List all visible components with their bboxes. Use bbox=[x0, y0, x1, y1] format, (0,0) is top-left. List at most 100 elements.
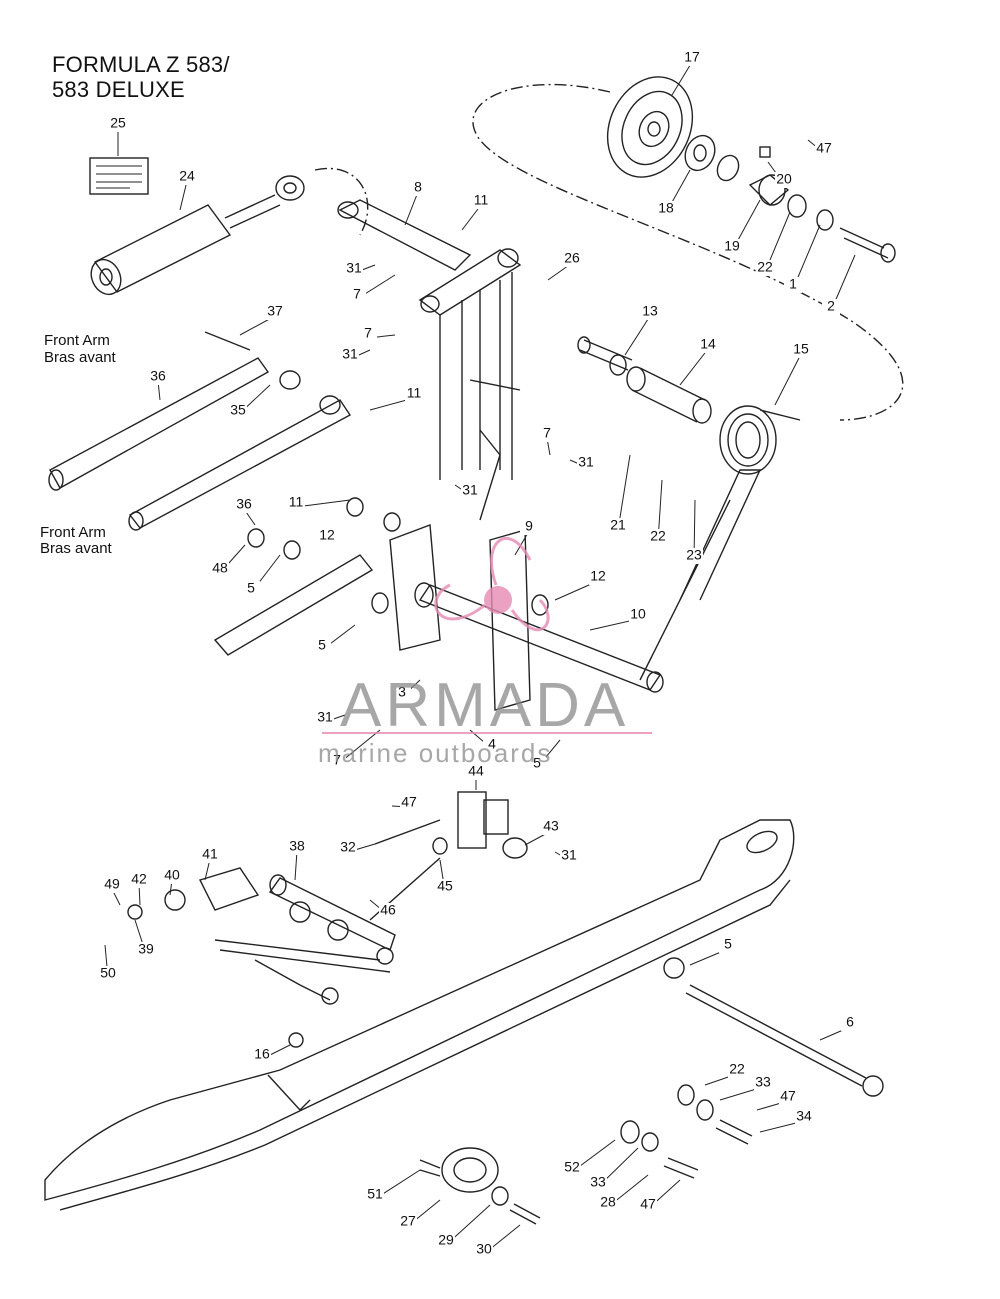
callout-halo bbox=[316, 710, 334, 726]
callout-halo bbox=[538, 426, 556, 442]
callout-halo bbox=[577, 455, 595, 471]
callout-leader bbox=[404, 191, 419, 226]
callout-number: 1 bbox=[789, 276, 797, 292]
callout-number: 31 bbox=[342, 346, 358, 362]
bearing-parts bbox=[684, 134, 896, 263]
callout-halo bbox=[103, 877, 121, 893]
callout-halo bbox=[784, 277, 802, 293]
callout-halo bbox=[649, 529, 667, 545]
callout-number: 31 bbox=[346, 260, 362, 276]
callout-halo bbox=[400, 795, 418, 811]
callout-halo bbox=[149, 369, 167, 385]
callout-number: 11 bbox=[474, 192, 489, 208]
callout-number: 46 bbox=[380, 902, 396, 918]
front-arm-note-1: Front Arm bbox=[44, 332, 110, 349]
shock-absorber bbox=[90, 175, 305, 296]
callout-halo bbox=[266, 304, 284, 320]
callout-number: 24 bbox=[179, 168, 195, 184]
callout-halo bbox=[137, 942, 155, 958]
callout-halo bbox=[235, 497, 253, 513]
callout-number: 26 bbox=[564, 250, 580, 266]
callout-number: 29 bbox=[438, 1232, 454, 1248]
callout-number: 17 bbox=[684, 49, 700, 65]
callout-number: 30 bbox=[476, 1241, 492, 1257]
callout-halo bbox=[348, 287, 366, 303]
callout-halo bbox=[657, 201, 675, 217]
callout-number: 42 bbox=[131, 871, 147, 887]
callout-leader bbox=[679, 348, 709, 386]
callout-halo bbox=[359, 326, 377, 342]
callout-halo bbox=[599, 1195, 617, 1211]
callout-halo bbox=[754, 1075, 772, 1091]
callout-number: 32 bbox=[340, 839, 356, 855]
callout-number: 33 bbox=[755, 1074, 771, 1090]
callout-halo bbox=[437, 1233, 455, 1249]
callout-number: 21 bbox=[610, 517, 626, 533]
callout-number: 19 bbox=[724, 238, 740, 254]
callout-number: 14 bbox=[700, 336, 716, 352]
callout-number: 39 bbox=[138, 941, 154, 957]
callout-halo bbox=[815, 141, 833, 157]
callout-halo bbox=[130, 872, 148, 888]
idler-wheel bbox=[606, 76, 694, 178]
callout-number: 45 bbox=[437, 878, 453, 894]
callout-number: 2 bbox=[827, 298, 835, 314]
callout-halo bbox=[563, 1160, 581, 1176]
callout-number: 52 bbox=[564, 1159, 580, 1175]
callout-halo bbox=[475, 1242, 493, 1258]
watermark-tagline: marine outboards bbox=[318, 738, 553, 768]
callout-number: 3 bbox=[398, 684, 406, 700]
slide-rail bbox=[44, 819, 795, 1211]
callout-halo bbox=[366, 1187, 384, 1203]
callout-halo bbox=[467, 764, 485, 780]
callout-number: 10 bbox=[630, 606, 646, 622]
callout-number: 38 bbox=[289, 838, 305, 854]
callout-halo bbox=[253, 1047, 271, 1063]
callout-number: 47 bbox=[816, 140, 832, 156]
callout-halo bbox=[683, 50, 701, 66]
callout-halo bbox=[756, 260, 774, 276]
callout-halo bbox=[563, 251, 581, 267]
callout-number: 50 bbox=[100, 965, 116, 981]
callout-halo bbox=[483, 737, 501, 753]
callout-halo bbox=[639, 1197, 657, 1213]
callout-halo bbox=[379, 903, 397, 919]
callout-halo bbox=[341, 347, 359, 363]
torsion-spring bbox=[639, 405, 801, 681]
callout-leader bbox=[179, 180, 188, 211]
callout-halo bbox=[461, 483, 479, 499]
adjuster-rails bbox=[48, 331, 352, 531]
title-line-1: FORMULA Z 583/ bbox=[52, 52, 230, 77]
callout-halo bbox=[520, 519, 538, 535]
callout-number: 7 bbox=[364, 325, 372, 341]
callout-halo bbox=[589, 569, 607, 585]
pivot-bracket bbox=[213, 429, 664, 711]
callout-number: 31 bbox=[317, 709, 333, 725]
callout-halo bbox=[393, 685, 411, 701]
callout-halo bbox=[409, 180, 427, 196]
callout-number: 37 bbox=[267, 303, 283, 319]
callout-halo bbox=[211, 561, 229, 577]
callout-number: 8 bbox=[414, 179, 422, 195]
callout-number: 48 bbox=[212, 560, 228, 576]
callout-leader bbox=[671, 61, 693, 96]
title-line-2: 583 DELUXE bbox=[52, 77, 185, 102]
callout-number: 16 bbox=[254, 1046, 270, 1062]
shafts bbox=[577, 336, 712, 424]
callout-number: 25 bbox=[110, 115, 126, 131]
callout-number: 33 bbox=[590, 1174, 606, 1190]
callout-halo bbox=[629, 607, 647, 623]
callout-number: 12 bbox=[590, 568, 606, 584]
callout-number: 7 bbox=[543, 425, 551, 441]
callout-number: 11 bbox=[407, 385, 422, 401]
callout-number: 41 bbox=[202, 846, 218, 862]
watermark-divider bbox=[322, 732, 652, 734]
callout-halo bbox=[795, 1109, 813, 1125]
callout-number: 47 bbox=[401, 794, 417, 810]
callout-halo bbox=[436, 879, 454, 895]
callout-halo bbox=[229, 403, 247, 419]
callout-halo bbox=[542, 819, 560, 835]
callout-leader bbox=[774, 353, 802, 406]
callout-halo bbox=[589, 1175, 607, 1191]
